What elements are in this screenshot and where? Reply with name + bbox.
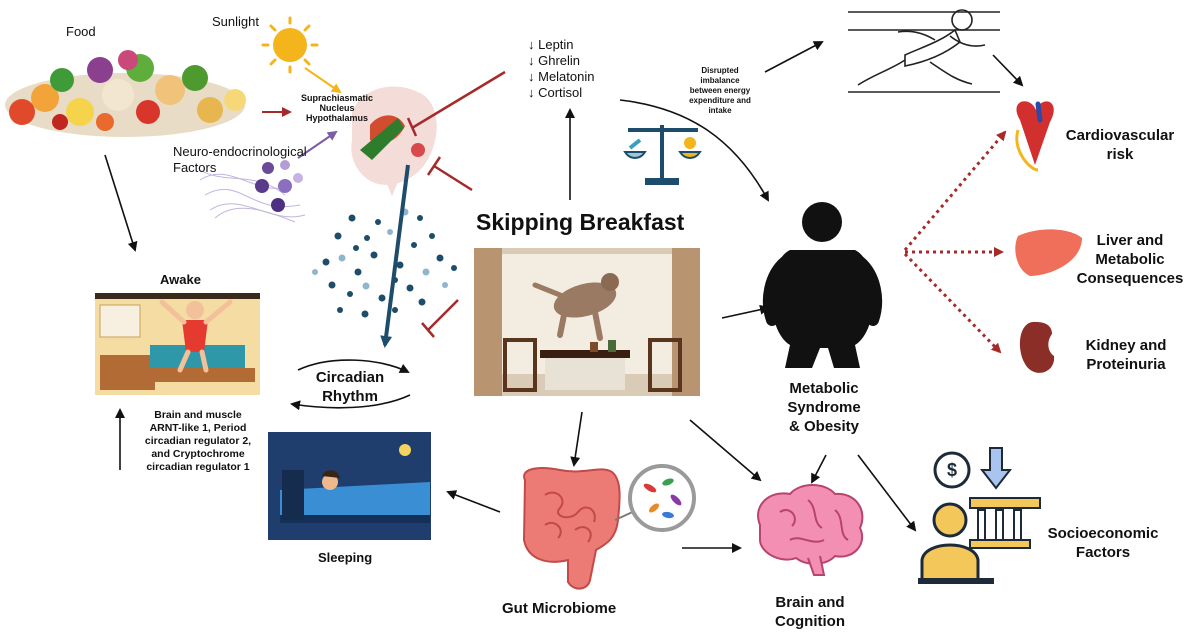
brain-label: Brain and Cognition [755,593,865,631]
brain-icon [757,484,864,576]
genes-label: Brain and muscle ARNT-like 1, Period cir… [124,409,272,474]
circadian-line-1: Circadian [315,369,385,386]
arrow-breakfast-to-brain [689,419,762,482]
arrow-to-runner [764,41,824,73]
runner-illustration [848,9,1000,93]
dollar-sign: $ [946,460,957,480]
breakfast-photo-illustration [474,248,700,396]
scn-line-1: Suprachiasmatic [300,93,374,103]
metabolic-label: Metabolic Syndrome & Obesity [766,379,882,436]
inhibition-lines [406,70,506,338]
obesity-silhouette-icon [762,202,883,368]
scn-label: Suprachiasmatic Nucleus Hypothalamus [282,93,392,123]
hormone-cortisol: ↓ Cortisol [528,85,583,100]
socio-line-1: Socioeconomic [1047,525,1159,542]
scn-line-2: Nucleus [319,103,355,113]
liver-label: Liver and Metabolic Consequences [1062,231,1198,288]
sun-icon [261,16,319,74]
awake-scene-illustration [95,293,260,395]
disrupted-line-5: intake [708,106,732,115]
neuro-line-2: Factors [173,160,217,175]
kidney-line-2: Proteinuria [1086,356,1166,373]
arrow-sun-to-scn [304,67,342,94]
awake-label: Awake [160,272,201,287]
hormones-list: ↓ Leptin ↓ Ghrelin ↓ Melatonin ↓ Cortiso… [528,37,594,101]
liver-line-3: Consequences [1076,270,1184,287]
genes-line-1: Brain and muscle [154,409,242,421]
arrow-breakfast-to-obesity [721,304,770,319]
arrow-brain-to-circadian [380,164,410,348]
sunlight-label: Sunlight [212,14,259,29]
arrow-circadian-top [297,359,410,373]
genes-line-3: circadian regulator 2, [144,435,252,447]
black-arrows [104,41,1024,553]
arrow-gut-to-sleeping [446,490,501,513]
circadian-line-2: Rhythm [322,388,378,405]
kidney-label: Kidney and Proteinuria [1066,336,1186,374]
arrow-food-to-awake [104,154,138,252]
socio-label: Socioeconomic Factors [1038,524,1168,562]
arrow-neuro-to-scn [297,130,338,159]
genes-line-2: ARNT-like 1, Period [149,422,247,434]
neuro-label: Neuro-endocrinological Factors [173,144,307,176]
liver-icon [1015,229,1082,276]
intestine-icon [522,467,621,590]
brain-line-2: Cognition [775,613,845,630]
neuro-fibers-illustration [199,160,306,223]
sleeping-scene-illustration [268,432,431,540]
balance-scale-icon [623,125,702,185]
liver-line-1: Liver and [1096,232,1164,249]
circadian-label: Circadian Rhythm [292,368,408,406]
arrow-runner-to-cardio [992,54,1024,87]
hormone-leptin: ↓ Leptin [528,37,574,52]
arrow-hormones-to-metabolic [619,99,769,202]
disrupted-line-1: Disrupted [701,66,739,75]
food-label: Food [66,24,96,39]
socioeconomic-icon [918,447,1041,584]
heart-icon [1015,101,1054,172]
hormone-particles [312,208,457,318]
arrow-breakfast-to-gut [570,411,583,467]
cardio-label: Cardiovascular risk [1060,126,1180,164]
cardio-line-1: Cardiovascular [1065,127,1175,144]
dotted-outcome-arrows [903,130,1007,354]
neuro-line-1: Neuro-endocrinological [173,144,307,159]
scn-line-3: Hypothalamus [305,113,368,123]
sleeping-label: Sleeping [318,550,373,565]
gut-label: Gut Microbiome [502,600,617,617]
arrow-metabolic-to-brain [811,454,827,484]
disrupted-line-4: expenditure and [689,96,751,105]
kidney-line-1: Kidney and [1085,337,1167,354]
main-title: Skipping Breakfast [476,209,685,235]
genes-line-4: and Cryptochrome [151,448,245,460]
cardio-line-2: risk [1106,146,1134,163]
arrow-metabolic-to-socio [857,454,917,532]
disrupted-line-2: imbalance [700,76,740,85]
socio-line-2: Factors [1075,544,1131,561]
genes-line-5: circadian regulator 1 [146,461,250,473]
metabolic-line-2: Syndrome [787,399,861,416]
hormone-melatonin: ↓ Melatonin [528,69,595,84]
kidney-icon [1020,321,1055,373]
metabolic-line-1: Metabolic [789,380,859,397]
hormone-ghrelin: ↓ Ghrelin [528,53,581,68]
disrupted-label: Disrupted imbalance between energy expen… [668,66,772,116]
liver-line-2: Metabolic [1095,251,1165,268]
metabolic-line-3: & Obesity [788,418,860,435]
food-illustration [5,50,246,137]
arrow-circadian-bottom [290,394,411,411]
hypothalamus-illustration [351,86,437,196]
brain-line-1: Brain and [775,594,845,611]
microbiome-magnifier-icon [614,464,696,532]
disrupted-line-3: between energy [689,86,751,95]
